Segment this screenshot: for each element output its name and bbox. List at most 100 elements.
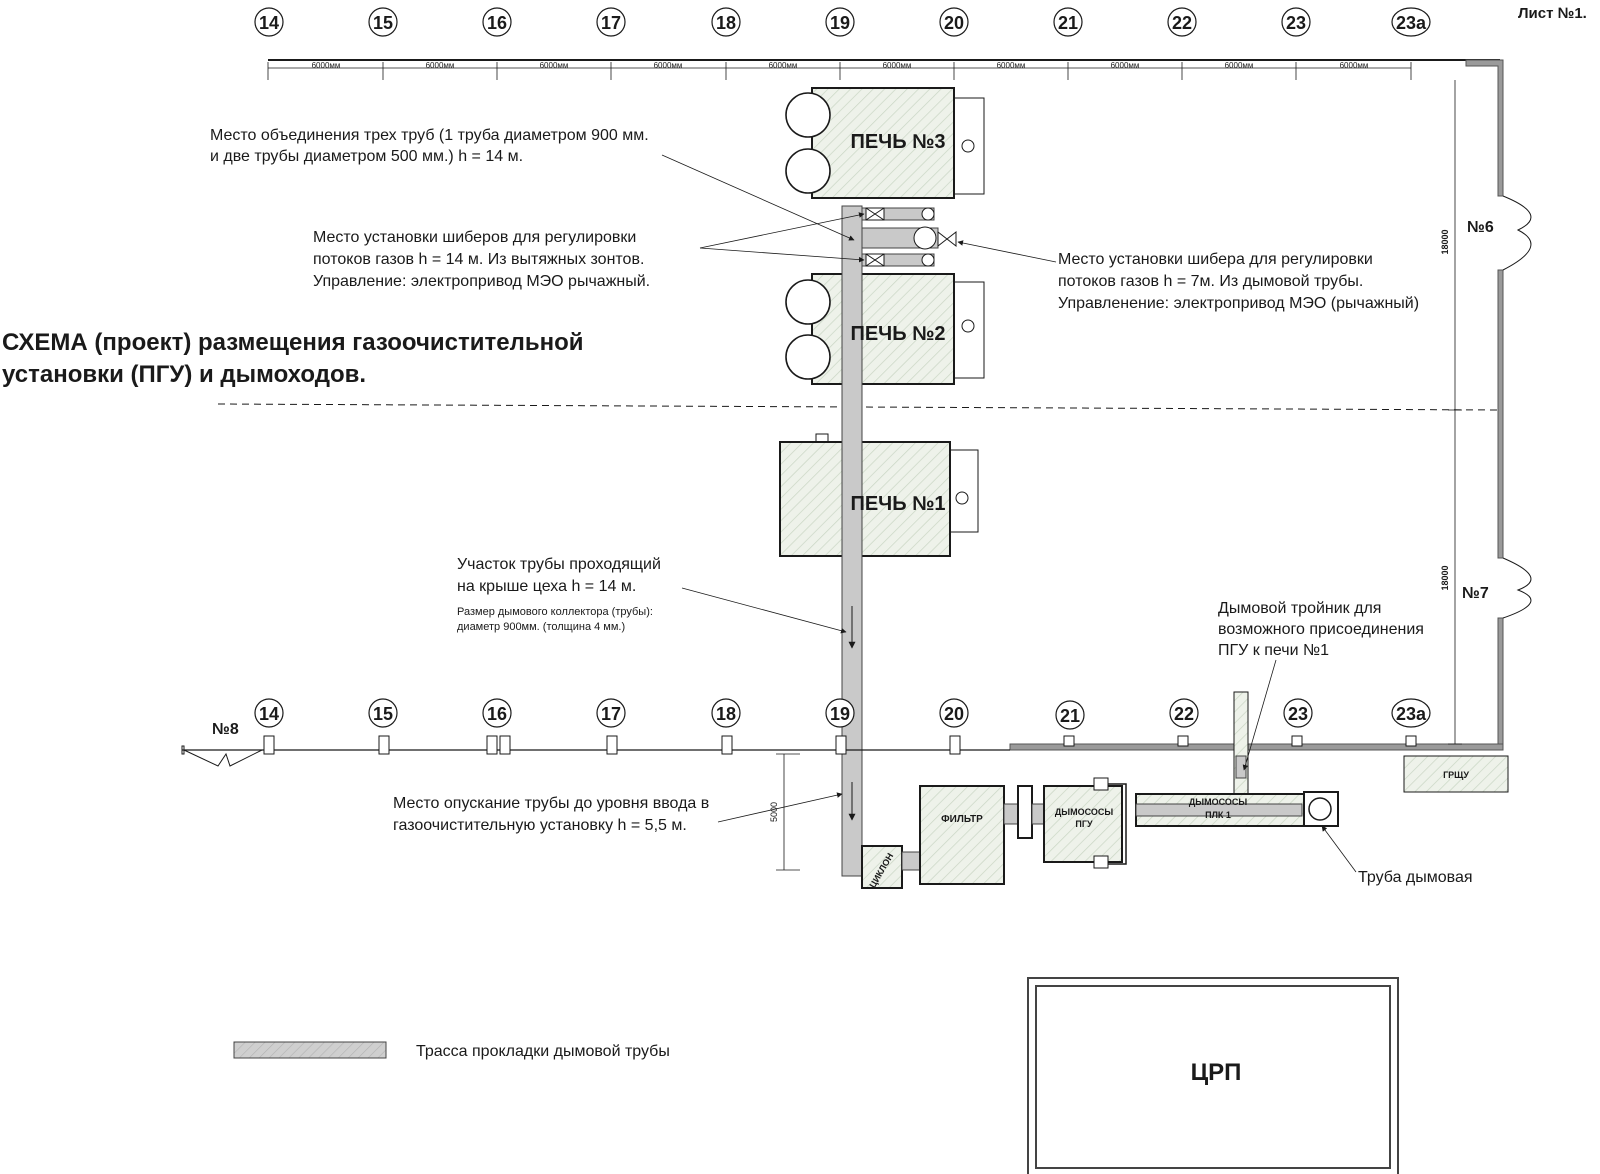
dimension-18000: 18000	[1440, 229, 1450, 254]
axis-bubble-bottom: 22	[1169, 698, 1199, 728]
right-vertical-dimensions: 18000 18000	[1440, 80, 1462, 745]
damper-icon	[937, 230, 957, 248]
top-dimension-line: 6000мм 6000мм 6000мм 6000мм 6000мм 6000м…	[267, 59, 1500, 80]
note-text: Управленение: электропривод МЭО (рычажны…	[1058, 295, 1419, 312]
gate-label: №7	[1462, 585, 1489, 602]
axis-bubble-top: 18	[711, 7, 741, 37]
axis-label: 18	[716, 13, 736, 33]
note-text: газоочистительную установку h = 5,5 м.	[393, 817, 687, 834]
axis-bubble-bottom: 23а	[1391, 698, 1431, 728]
axis-bubble-bottom: 20	[939, 698, 969, 728]
dimension-18000: 18000	[1440, 565, 1450, 590]
title-line-2: установки (ПГУ) и дымоходов.	[2, 361, 366, 388]
axis-label: 23	[1286, 13, 1306, 33]
filter-label: ФИЛЬТР	[941, 814, 983, 825]
note-text: Дымовой тройник для	[1218, 600, 1381, 617]
chimney	[1303, 791, 1339, 827]
grshch-label: ГРЩУ	[1443, 770, 1469, 780]
note-text: Участок трубы проходящий	[457, 556, 661, 573]
connector-pipe	[1031, 803, 1045, 825]
filter-outlet-pipe	[1003, 803, 1019, 825]
note-text: потоков газов h = 14 м. Из вытяжных зонт…	[313, 251, 644, 268]
dimension-5000-label: 5000	[769, 802, 779, 822]
fans-plk-label-2: ПЛК 1	[1205, 810, 1231, 820]
note-text: диаметр 900мм. (толщина 4 мм.)	[457, 621, 625, 633]
axis-bubble-top: 23а	[1391, 7, 1431, 37]
span-label: 6000мм	[883, 61, 912, 70]
legend-label: Трасса прокладки дымовой трубы	[416, 1043, 670, 1060]
span-label: 6000мм	[540, 61, 569, 70]
axis-label: 20	[944, 704, 964, 724]
axis-bubble-top: 15	[368, 7, 398, 37]
axis-label: 16	[487, 704, 507, 724]
axis-bubble-top: 19	[825, 7, 855, 37]
damper-icon	[865, 207, 885, 221]
note-dampers-hoods: Место установки шиберов для регулировки …	[313, 212, 865, 290]
fans-pgu-label-2: ПГУ	[1075, 819, 1093, 829]
axis-bubble-bottom: 18	[711, 698, 741, 728]
connector-block	[1017, 785, 1033, 839]
note-text: Место опускание трубы до уровня ввода в	[393, 795, 709, 812]
bottom-axis-row: №8 14 15 16 17 18 19 20 21 22 23 23а	[181, 698, 1431, 767]
span-label: 6000мм	[426, 61, 455, 70]
axis-label: 15	[373, 13, 393, 33]
axis-label: 17	[601, 13, 621, 33]
axis-label: 15	[373, 704, 393, 724]
axis-label: 23а	[1396, 13, 1427, 33]
note-text: Управление: электропривод МЭО рычажный.	[313, 273, 650, 290]
axis-label: 19	[830, 13, 850, 33]
span-label: 6000мм	[1340, 61, 1369, 70]
filter-unit: ФИЛЬТР	[919, 785, 1005, 885]
legend-swatch	[233, 1041, 387, 1059]
span-label: 6000мм	[312, 61, 341, 70]
furnace-3-label: ПЕЧЬ №3	[850, 131, 945, 153]
branch-pipes	[861, 207, 957, 267]
fans-pgu-label-1: ДЫМОСОСЫ	[1055, 807, 1113, 817]
axis-bubble-bottom: 14	[254, 698, 284, 728]
axis-label: 23а	[1396, 704, 1427, 724]
span-label: 6000мм	[654, 61, 683, 70]
note-text: на крыше цеха h = 14 м.	[457, 578, 636, 595]
axis-bubble-bottom: 21	[1055, 700, 1085, 730]
furnace-3: ПЕЧЬ №3	[785, 87, 985, 199]
note-text: и две трубы диаметром 500 мм.) h = 14 м.	[210, 148, 523, 165]
furnace-2	[785, 273, 985, 385]
note-damper-chimney: Место установки шибера для регулировки п…	[957, 240, 1419, 312]
axis-bubble-top: 21	[1053, 7, 1083, 37]
cyclone: ЦИКЛОН	[861, 845, 903, 890]
span-label: 6000мм	[1225, 61, 1254, 70]
fans-plk-label-1: ДЫМОСОСЫ	[1189, 797, 1247, 807]
span-label: 6000мм	[769, 61, 798, 70]
axis-label: 14	[259, 704, 279, 724]
note-tee: Дымовой тройник для возможного присоедин…	[1218, 600, 1424, 771]
note-chimney: Труба дымовая	[1321, 825, 1473, 886]
gate-label: №6	[1467, 219, 1494, 236]
grshch-cabinet: ГРЩУ	[1403, 755, 1509, 793]
note-text: Труба дымовая	[1358, 869, 1473, 886]
damper-icon	[865, 253, 885, 267]
axis-bubble-bottom: 19	[825, 698, 855, 728]
note-descent: Место опускание трубы до уровня ввода в …	[393, 792, 843, 834]
axis-bubble-bottom: 23	[1283, 698, 1313, 728]
main-smoke-pipe	[841, 205, 867, 877]
legend: Трасса прокладки дымовой трубы	[233, 1041, 670, 1060]
axis-label: 17	[601, 704, 621, 724]
span-label: 6000мм	[997, 61, 1026, 70]
furnace-1-label: ПЕЧЬ №1	[850, 493, 945, 515]
axis-label: 21	[1060, 706, 1080, 726]
note-text: Место объединения трех труб (1 труба диа…	[210, 127, 649, 144]
sheet-label: Лист №1.	[1518, 5, 1587, 22]
axis-label: 14	[259, 13, 279, 33]
axis-label: 18	[716, 704, 736, 724]
crp-label: ЦРП	[1191, 1059, 1242, 1086]
right-wall: №6 №7	[1009, 59, 1532, 751]
top-axis-bubbles: 14 15 16 17 18 19 20 21 22 23 23а	[254, 7, 1431, 37]
gate-label: №8	[212, 721, 239, 738]
axis-bubble-bottom: 15	[368, 698, 398, 728]
axis-label: 20	[944, 13, 964, 33]
axis-bubble-bottom: 16	[482, 698, 512, 728]
furnace-2-label: ПЕЧЬ №2	[850, 323, 945, 345]
axis-bubble-top: 16	[482, 7, 512, 37]
axis-bubble-top: 14	[254, 7, 284, 37]
axis-label: 22	[1174, 704, 1194, 724]
